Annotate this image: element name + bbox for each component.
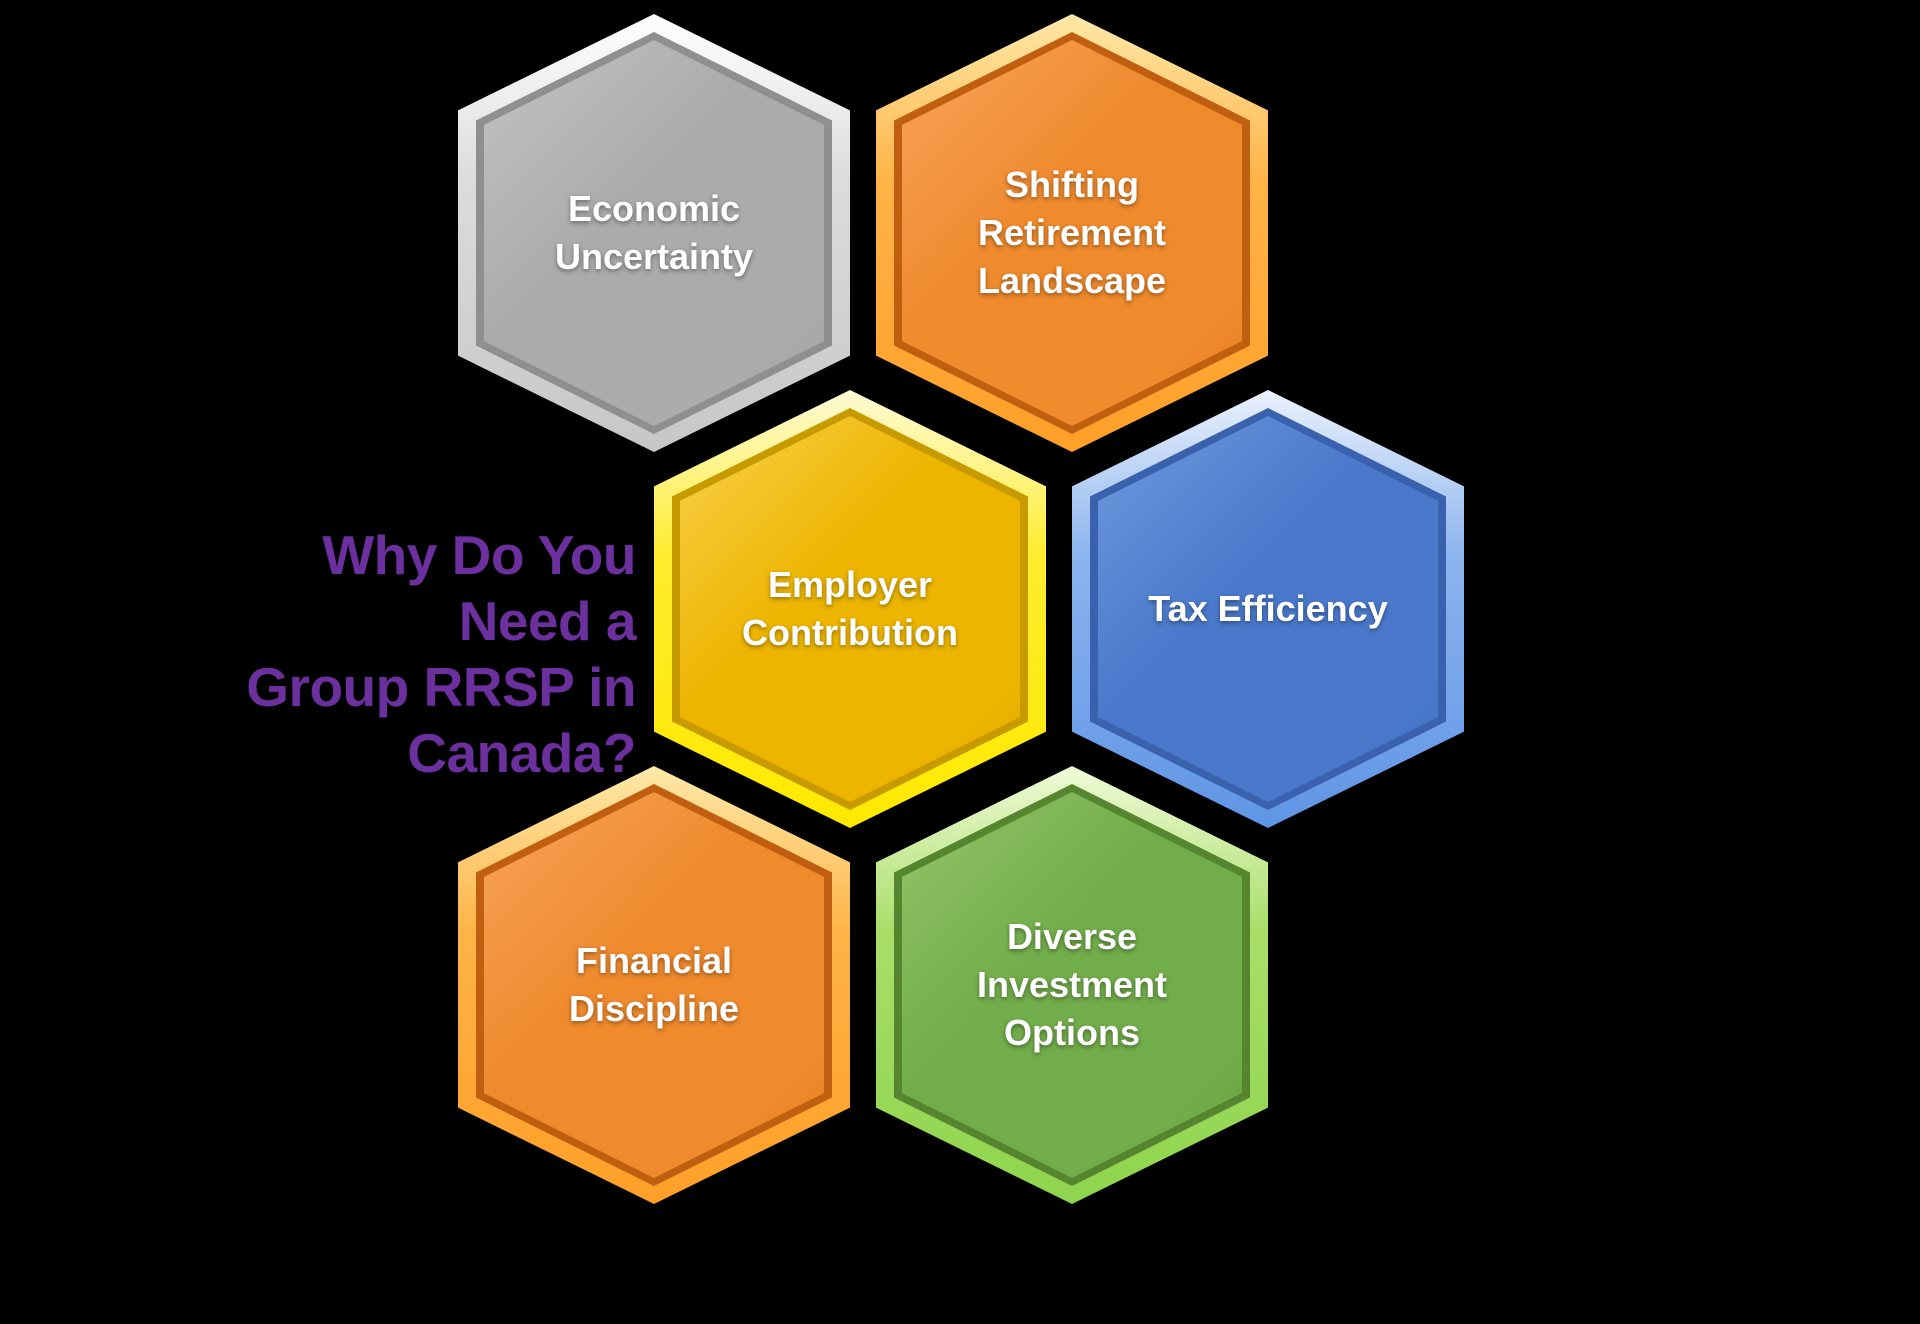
hexagon-label: Tax Efficiency (1148, 588, 1388, 629)
hexagon-label: Shifting Retirement Landscape (977, 164, 1167, 301)
hexagon-economic-uncertainty: Economic Uncertainty (458, 14, 850, 452)
hexagon-body (484, 792, 824, 1178)
hexagon-label: Economic Uncertainty (554, 188, 754, 277)
hexagon-employer-contribution: Employer Contribution (654, 390, 1046, 828)
hexagon-body (902, 792, 1242, 1178)
hexagon-label: Employer Contribution (742, 564, 958, 653)
diagram-title-line-3: Canada? (407, 722, 636, 784)
hexagon-shifting-retirement-landscape: Shifting Retirement Landscape (876, 14, 1268, 452)
hexagon-body (1098, 416, 1438, 802)
hexagon-body (902, 40, 1242, 426)
diagram-title: Why Do You Need a Group RRSP in Canada? (180, 522, 636, 786)
hexagon-label: Diverse Investment Options (976, 916, 1168, 1053)
diagram-title-line-1: Why Do You Need a (322, 524, 636, 652)
diagram-title-line-2: Group RRSP in (246, 656, 636, 718)
hexagon-tax-efficiency: Tax Efficiency (1072, 390, 1464, 828)
hexagon-body (680, 416, 1020, 802)
hexagon-body (484, 40, 824, 426)
hexagon-diverse-investment-options: Diverse Investment Options (876, 766, 1268, 1204)
hexagon-label: Financial Discipline (568, 940, 740, 1029)
hexagon-financial-discipline: Financial Discipline (458, 766, 850, 1204)
